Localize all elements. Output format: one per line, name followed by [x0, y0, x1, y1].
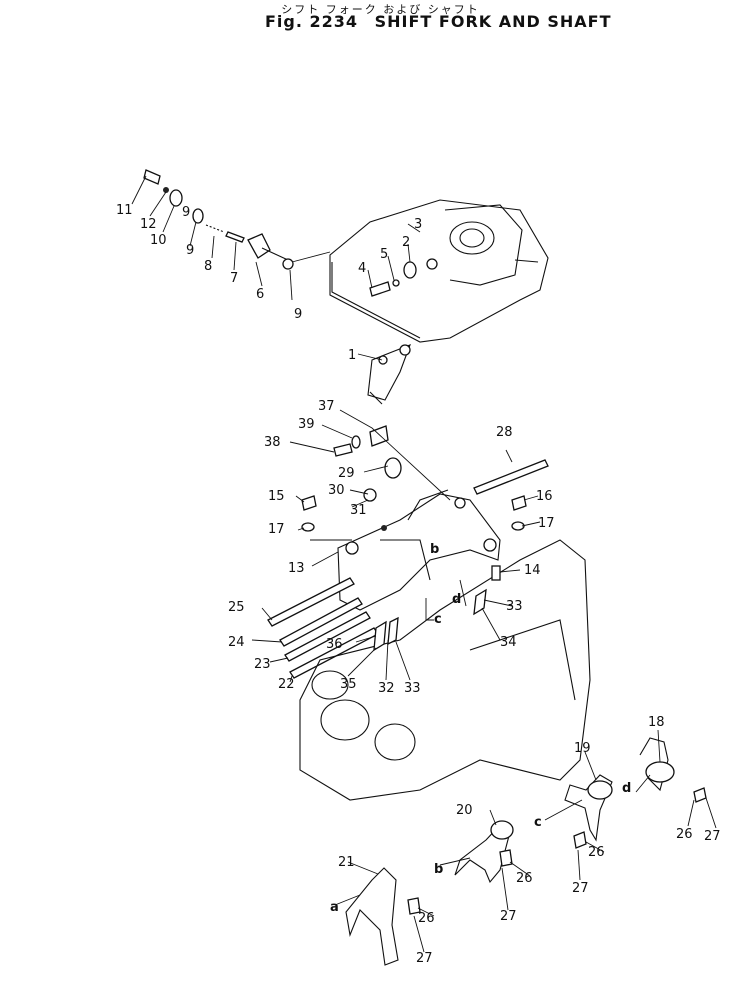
part-number-26: 26: [418, 911, 435, 926]
part-number-17: 17: [268, 522, 285, 537]
part-number-21: 21: [338, 855, 355, 870]
part-number-27: 27: [704, 829, 721, 844]
part-number-17: 17: [538, 516, 555, 531]
fork-letter-c: c: [434, 612, 442, 627]
part-number-27: 27: [500, 909, 517, 924]
part-number-36: 36: [326, 637, 343, 652]
part-number-9: 9: [294, 307, 302, 322]
shift-cover-housing: [329, 199, 549, 343]
part-number-20: 20: [456, 803, 473, 818]
part-number-26: 26: [588, 845, 605, 860]
figure-number: Fig. 2234: [265, 12, 359, 31]
part-number-30: 30: [328, 483, 345, 498]
shift-rail-bracket: [337, 489, 501, 611]
part-number-39: 39: [298, 417, 315, 432]
part-number-18: 18: [648, 715, 665, 730]
part-number-4: 4: [358, 261, 366, 276]
part-number-24: 24: [228, 635, 245, 650]
part-number-11: 11: [116, 203, 133, 218]
part-number-1: 1: [348, 348, 356, 363]
part-number-6: 6: [256, 287, 264, 302]
fork-letter-c: c: [534, 815, 542, 830]
shift-fork-18: [639, 737, 707, 803]
fork-letter-a: a: [330, 900, 339, 915]
fork-letter-b: b: [430, 542, 439, 557]
part-number-25: 25: [228, 600, 245, 615]
shift-fork-20: [454, 820, 514, 884]
figure-caption: SHIFT FORK AND SHAFT: [374, 12, 612, 31]
transmission-case: [299, 539, 591, 801]
part-number-13: 13: [288, 561, 305, 576]
part-number-26: 26: [516, 871, 533, 886]
shift-fork-19: [564, 774, 613, 849]
part-number-2: 2: [402, 235, 410, 250]
part-number-19: 19: [574, 741, 591, 756]
shift-rail-28: [473, 459, 549, 495]
part-number-9: 9: [182, 205, 190, 220]
shift-fork-21: [345, 867, 421, 966]
part-number-15: 15: [268, 489, 285, 504]
part-number-12: 12: [140, 217, 157, 232]
part-number-9: 9: [186, 243, 194, 258]
part-number-5: 5: [380, 247, 388, 262]
part-number-14: 14: [524, 563, 541, 578]
small-hardware: [301, 425, 527, 652]
part-number-38: 38: [264, 435, 281, 450]
part-number-31: 31: [350, 503, 367, 518]
part-number-10: 10: [150, 233, 167, 248]
japanese-title: シフト フォーク および シャフト: [281, 3, 480, 16]
part-number-27: 27: [416, 951, 433, 966]
part-number-8: 8: [204, 259, 212, 274]
part-number-37: 37: [318, 399, 335, 414]
part-number-32: 32: [378, 681, 395, 696]
part-number-29: 29: [338, 466, 355, 481]
part-number-35: 35: [340, 677, 357, 692]
parts-drawing: [143, 169, 707, 966]
part-number-34: 34: [500, 635, 517, 650]
part-number-23: 23: [254, 657, 271, 672]
part-number-3: 3: [414, 217, 422, 232]
part-number-26: 26: [676, 827, 693, 842]
shift-lever: [367, 344, 411, 405]
part-number-28: 28: [496, 425, 513, 440]
part-number-33: 33: [506, 599, 523, 614]
part-number-33: 33: [404, 681, 421, 696]
detent-parts: [369, 258, 438, 297]
fork-letter-d: d: [452, 592, 461, 607]
leader-lines: [131, 175, 717, 953]
cover-plug-assembly: [143, 169, 294, 270]
fork-letter-b: b: [434, 862, 443, 877]
part-number-27: 27: [572, 881, 589, 896]
figure-title: Fig. 2234 SHIFT FORK AND SHAFT: [265, 12, 622, 31]
shift-rails: [267, 577, 379, 679]
fork-letter-d: d: [622, 781, 631, 796]
part-number-7: 7: [230, 271, 238, 286]
part-number-16: 16: [536, 489, 553, 504]
part-number-22: 22: [278, 677, 295, 692]
